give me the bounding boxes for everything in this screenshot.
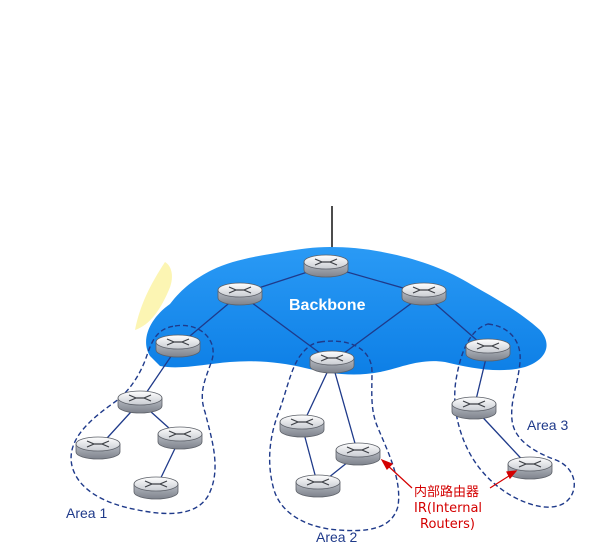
area-2-router-a [279,414,325,438]
area-3-label: Area 3 [527,417,568,433]
area-2-outline [269,340,400,532]
backbone-router-left [217,282,263,306]
area-1-outline [70,324,216,515]
area-2-router-b [335,442,381,466]
backbone-label: Backbone [289,297,366,314]
area-1-label: Area 1 [66,505,107,521]
backbone-area [146,247,547,375]
internal-router-label-en-2: Routers) [420,517,475,532]
annotation-arrows [380,458,518,489]
area-border-router-1 [155,334,201,358]
yellow-highlight [135,262,172,330]
area-3-router-a [451,396,497,420]
area-border-router-3 [465,338,511,362]
area-1-router-b [75,436,121,460]
area-border-router-2 [309,350,355,374]
area-3-router-b [507,456,553,480]
backbone-router-top [303,254,349,278]
area-1-router-c [157,426,203,450]
area-2-label: Area 2 [316,529,357,544]
area-1-router-d [133,476,179,500]
backbone-router-right [401,282,447,306]
area-2-router-c [295,474,341,498]
internal-router-label-cn: 内部路由器 [414,484,479,500]
internal-router-label-en-1: IR(Internal [414,501,482,516]
area-1-router-a [117,390,163,414]
